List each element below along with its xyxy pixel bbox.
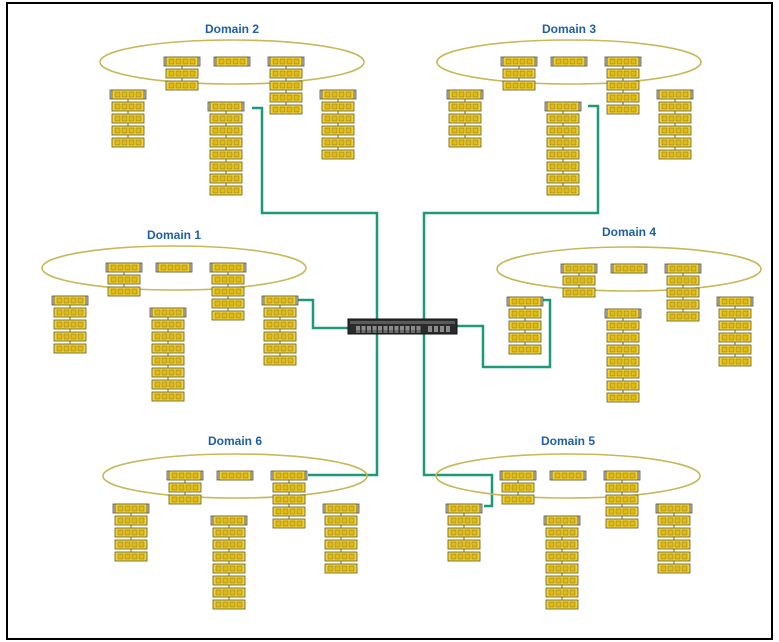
device-stack: [544, 101, 582, 196]
device-stack: [664, 263, 702, 322]
device-stack: [155, 262, 193, 273]
link-domain-2: [252, 106, 379, 322]
device-stack: [109, 89, 147, 148]
network-switch-icon: [347, 318, 458, 335]
link-domain-6: [308, 333, 379, 477]
device-stack: [166, 470, 204, 505]
device-stack: [207, 101, 245, 196]
device-stack: [543, 515, 581, 610]
device-stack: [549, 470, 587, 481]
domain-5-group: [435, 453, 701, 610]
device-stack: [656, 89, 694, 160]
device-stack: [604, 308, 642, 403]
device-stack: [105, 262, 143, 297]
domain-6-label: Domain 6: [208, 434, 262, 448]
uplink-lines: [252, 104, 600, 508]
device-stack: [445, 503, 483, 562]
device-stack: [51, 295, 89, 354]
domain-6-group: [102, 453, 368, 610]
domain-5-label: Domain 5: [541, 434, 595, 448]
domain-ring: [99, 39, 365, 85]
domain-1-label: Domain 1: [147, 228, 201, 242]
link-domain-3: [422, 104, 600, 322]
link-domain-4: [455, 298, 552, 369]
device-stack: [655, 503, 693, 574]
device-stack: [319, 89, 357, 160]
domain-4-label: Domain 4: [602, 225, 656, 239]
device-stack: [550, 56, 588, 67]
device-stack: [716, 296, 754, 367]
device-stack: [270, 470, 308, 529]
device-stack: [163, 56, 201, 91]
device-stack: [446, 89, 484, 148]
link-domain-5: [422, 333, 494, 508]
device-stack: [500, 56, 538, 91]
device-stack: [267, 56, 305, 115]
device-stack: [499, 470, 537, 505]
domain-3-label: Domain 3: [542, 22, 596, 36]
device-stack: [322, 503, 360, 574]
device-stack: [604, 56, 642, 115]
device-stack: [213, 56, 251, 67]
device-stack: [506, 296, 544, 355]
domain-2-label: Domain 2: [205, 22, 259, 36]
domain-ring: [102, 453, 368, 499]
domain-ring: [435, 453, 701, 499]
link-domain-1: [297, 298, 350, 330]
device-stack: [112, 503, 150, 562]
domain-3-group: [436, 39, 702, 196]
device-stack: [209, 262, 247, 321]
domain-4-group: [496, 246, 762, 403]
device-stack: [610, 263, 648, 274]
domain-ring: [436, 39, 702, 85]
domain-ring: [41, 245, 307, 291]
device-stack: [560, 263, 598, 298]
domain-ring: [496, 246, 762, 292]
domain-2-group: [99, 39, 365, 196]
domain-1-group: [41, 245, 307, 402]
device-stack: [603, 470, 641, 529]
device-stack: [210, 515, 248, 610]
device-stack: [261, 295, 299, 366]
device-stack: [149, 307, 187, 402]
device-stack: [216, 470, 254, 481]
